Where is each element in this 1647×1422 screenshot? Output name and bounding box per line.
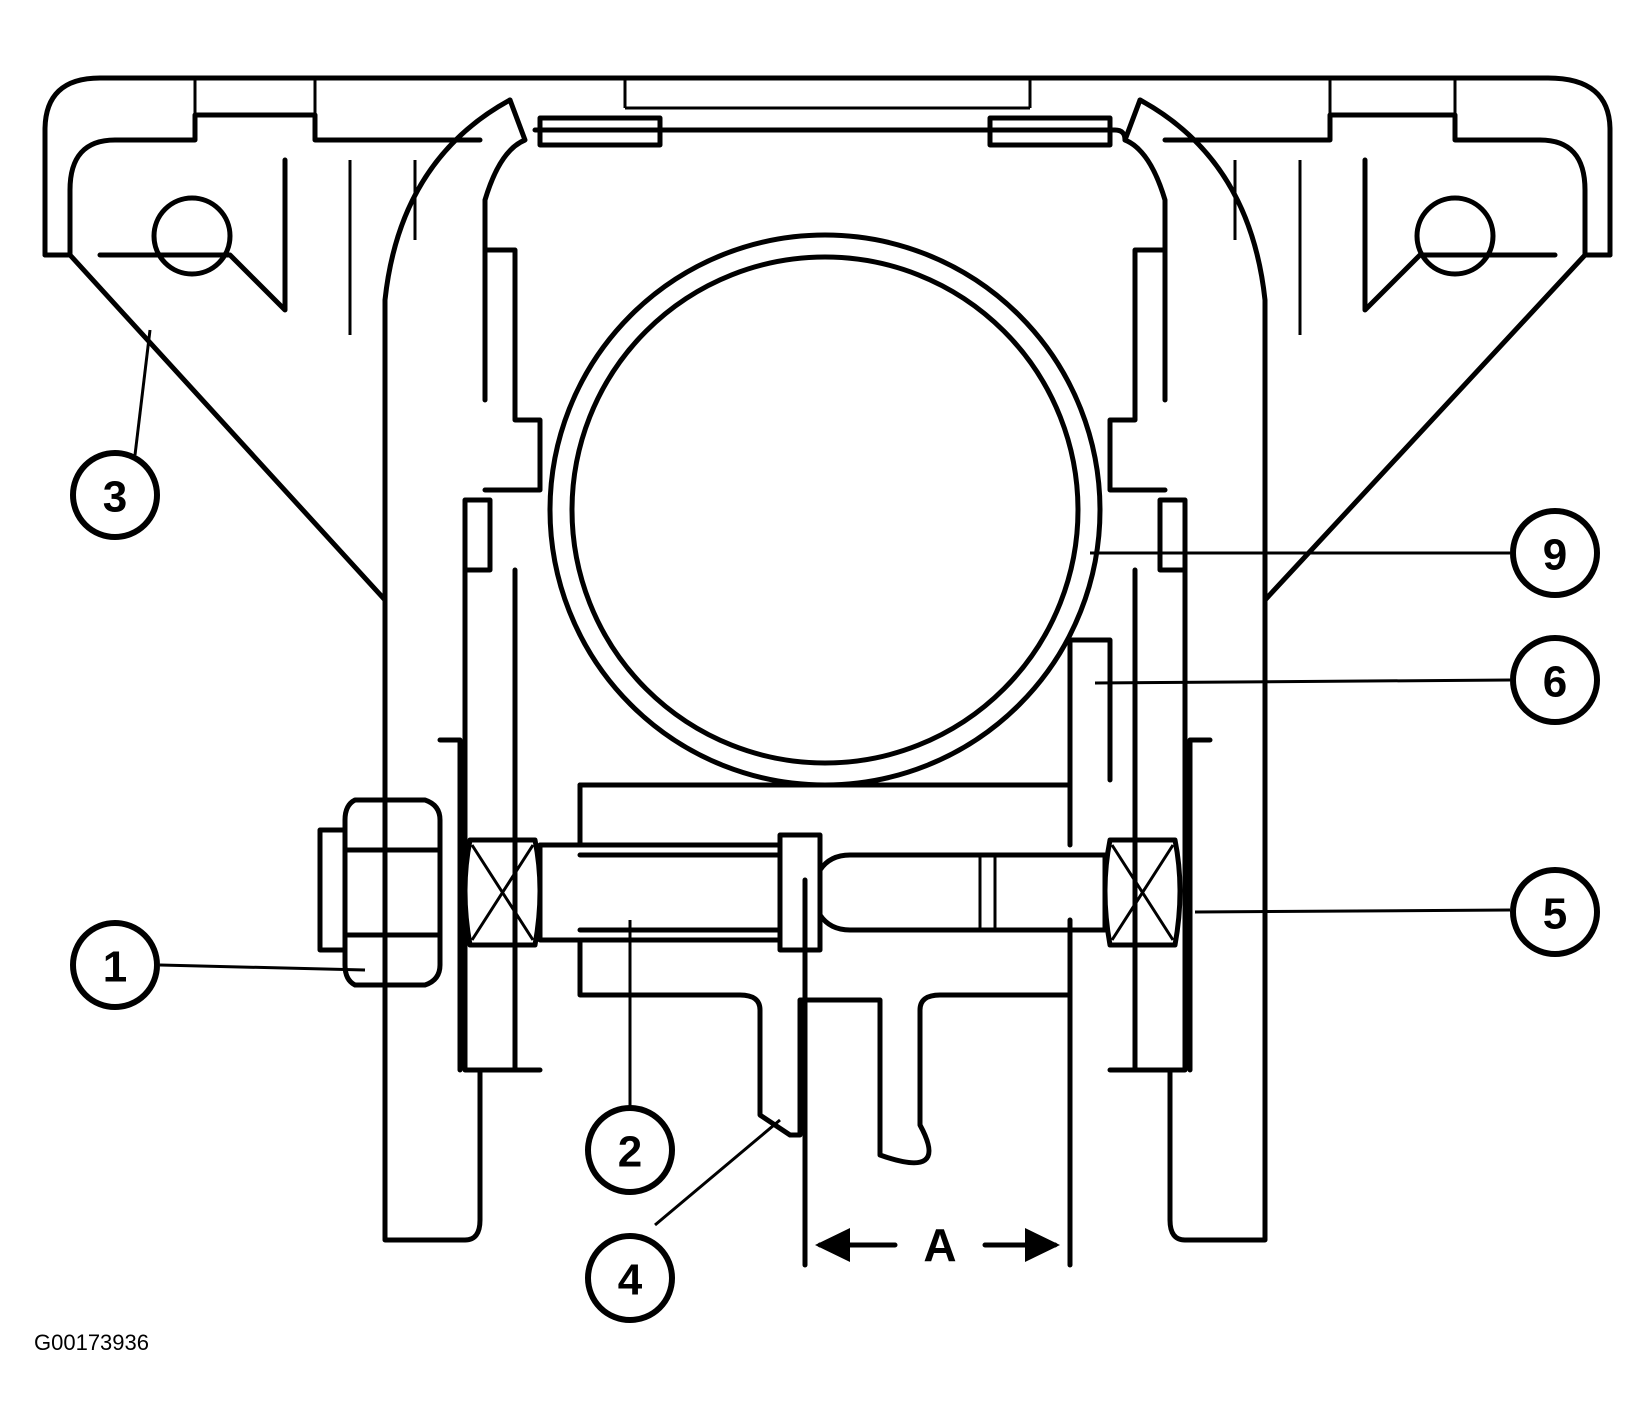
- clamp-body: [577, 637, 1113, 1166]
- dimension-a: [802, 877, 1073, 1268]
- spacers: [462, 837, 1183, 948]
- dimension-a-label: A: [923, 1219, 956, 1271]
- callout-3-label: 3: [103, 473, 127, 522]
- nut: [317, 797, 443, 988]
- callout-5-label: 5: [1543, 890, 1567, 939]
- callout-1-label: 1: [103, 943, 127, 992]
- callout-3: 3: [70, 450, 160, 540]
- leader-lines: [133, 329, 1511, 1227]
- callout-1: 1: [70, 920, 160, 1010]
- callout-6-label: 6: [1543, 658, 1567, 707]
- callout-4: 4: [585, 1233, 675, 1323]
- callout-6: 6: [1510, 635, 1600, 725]
- callout-2-label: 2: [618, 1128, 642, 1177]
- figure-id: G00173936: [34, 1330, 149, 1355]
- callout-4-label: 4: [618, 1256, 643, 1305]
- callout-9-label: 9: [1543, 531, 1567, 580]
- exhaust-pipe: [547, 232, 1103, 788]
- callout-9: 9: [1510, 508, 1600, 598]
- callout-5: 5: [1510, 867, 1600, 957]
- callout-2: 2: [585, 1105, 675, 1195]
- bolt: [537, 832, 1108, 953]
- mounting-bracket: [42, 75, 1613, 603]
- side-plates: [437, 247, 1213, 1073]
- hanger-strap: [382, 97, 1268, 1243]
